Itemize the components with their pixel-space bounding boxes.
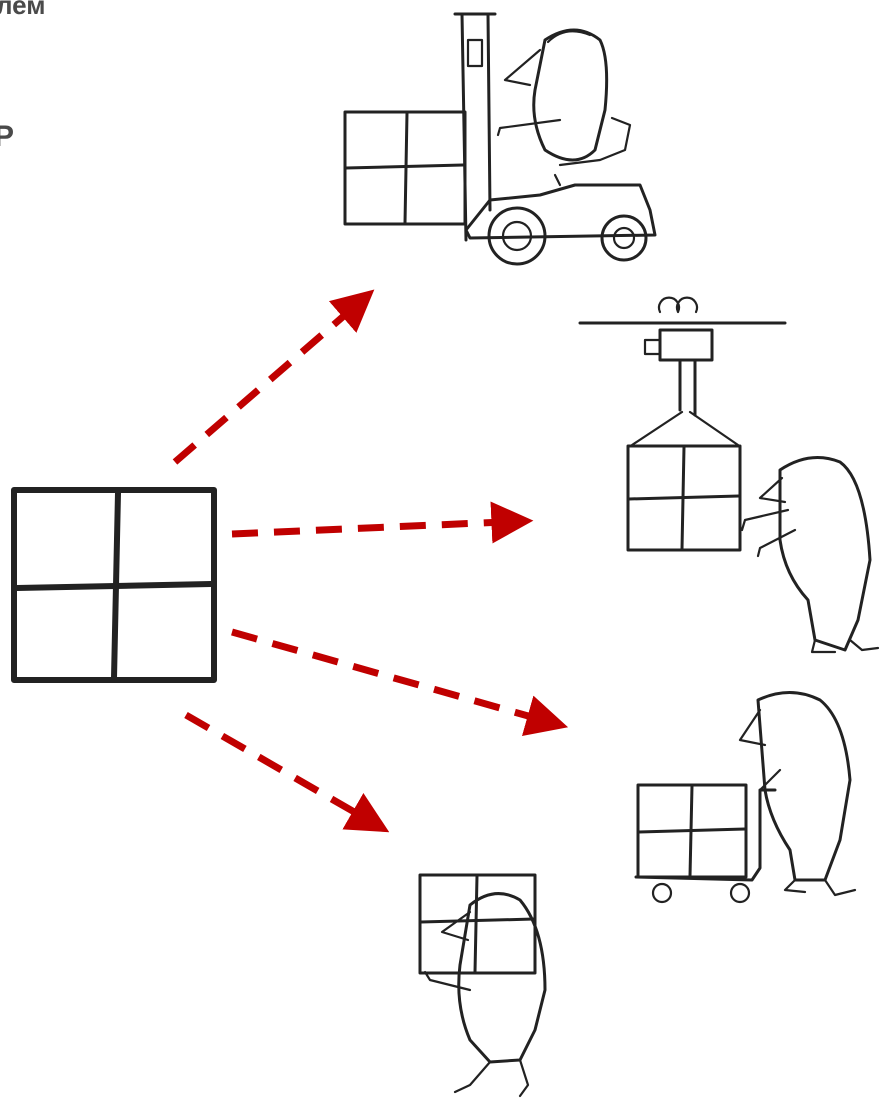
arrow-to-carrier [184,711,390,833]
window-frame-icon [11,487,217,683]
cropped-text-fragment: Р [0,120,15,153]
crane-hoist-worker-icon [578,296,880,654]
arrow-to-cart [231,628,569,737]
arrow-to-forklift [172,289,375,465]
cart-pushing-worker-icon [634,691,857,904]
forklift-worker-icon [343,12,657,266]
carrying-worker-icon [418,873,547,1098]
arrow-to-crane [231,501,534,544]
cropped-heading-fragment: лем [0,0,46,20]
